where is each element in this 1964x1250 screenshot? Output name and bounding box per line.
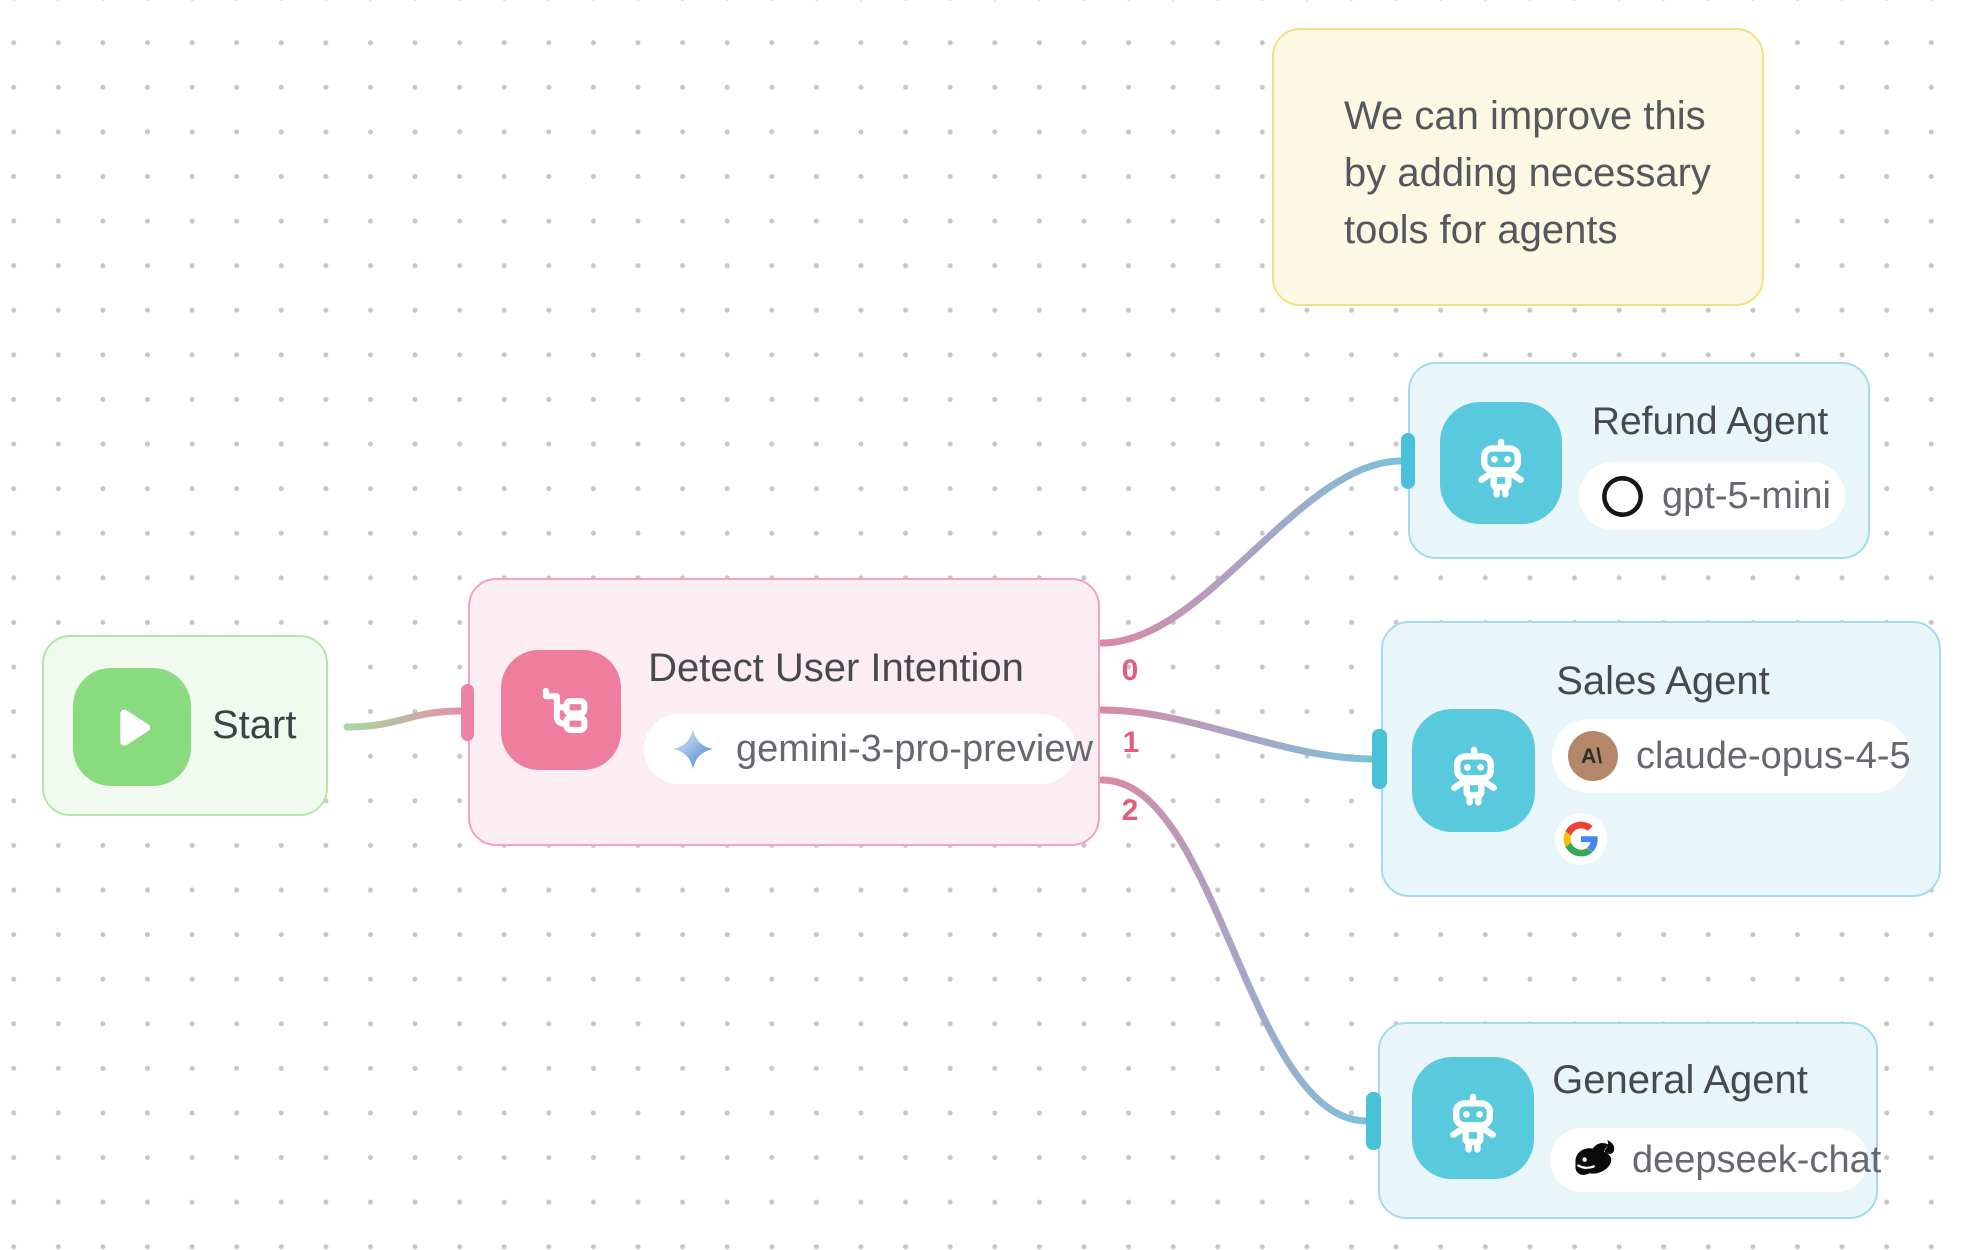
note-line: We can improve this (1344, 94, 1706, 138)
sales-model-name: claude-opus-4-5 (1636, 734, 1911, 777)
node-refund-agent[interactable]: Refund Agent gpt-5-mini (1408, 362, 1870, 559)
refund-model-name: gpt-5-mini (1662, 474, 1831, 517)
edge-detect-0-to-refund[interactable] (1098, 457, 1405, 647)
play-icon (73, 668, 191, 786)
robot-icon (1440, 402, 1562, 524)
detect-model-name: gemini-3-pro-preview (736, 727, 1093, 770)
sales-node-title: Sales Agent (1556, 659, 1770, 703)
note-line: by adding necessary (1344, 151, 1711, 195)
sticky-note[interactable]: We can improve this by adding necessary … (1272, 28, 1764, 306)
detect-output-label-0: 0 (1121, 654, 1139, 687)
detect-output-label-2: 2 (1121, 794, 1139, 827)
general-input-handle[interactable] (1366, 1092, 1381, 1150)
edge-detect-1-to-sales[interactable] (1098, 706, 1377, 763)
detect-input-handle[interactable] (461, 684, 474, 741)
node-detect-user-intention[interactable]: Detect User Intention gemini-3-pro-previ… (468, 578, 1100, 846)
node-general-agent[interactable]: General Agent deepseek-chat (1378, 1022, 1881, 1219)
node-start[interactable]: Start (42, 635, 328, 816)
gemini-sparkle-icon (670, 726, 716, 772)
intent-tree-icon (501, 650, 621, 770)
sales-input-handle[interactable] (1372, 729, 1387, 789)
refund-input-handle[interactable] (1401, 433, 1415, 489)
node-sales-agent[interactable]: Sales Agent A\ claude-opus-4-5 (1381, 621, 1941, 897)
edge-detect-2-to-general[interactable] (1098, 776, 1371, 1125)
robot-icon (1412, 709, 1535, 832)
detect-node-title: Detect User Intention (648, 646, 1024, 690)
anthropic-icon: A\ (1568, 731, 1618, 781)
refund-node-title: Refund Agent (1591, 400, 1829, 443)
general-node-title: General Agent (1552, 1058, 1808, 1102)
note-line: tools for agents (1344, 208, 1618, 252)
general-model-name: deepseek-chat (1632, 1138, 1882, 1181)
detect-output-label-1: 1 (1122, 726, 1140, 759)
deepseek-whale-icon (1566, 1138, 1618, 1182)
google-icon[interactable] (1555, 813, 1607, 865)
detect-model-badge[interactable]: gemini-3-pro-preview (644, 714, 1093, 784)
edge-start-to-detect[interactable] (343, 707, 465, 731)
openai-icon (1599, 473, 1646, 520)
start-node-label: Start (212, 703, 297, 747)
sales-model-badge[interactable]: A\ claude-opus-4-5 (1552, 719, 1911, 793)
svg-text:A\: A\ (1581, 744, 1602, 768)
general-model-badge[interactable]: deepseek-chat (1550, 1128, 1881, 1192)
refund-model-badge[interactable]: gpt-5-mini (1579, 462, 1845, 530)
robot-icon (1412, 1057, 1534, 1179)
